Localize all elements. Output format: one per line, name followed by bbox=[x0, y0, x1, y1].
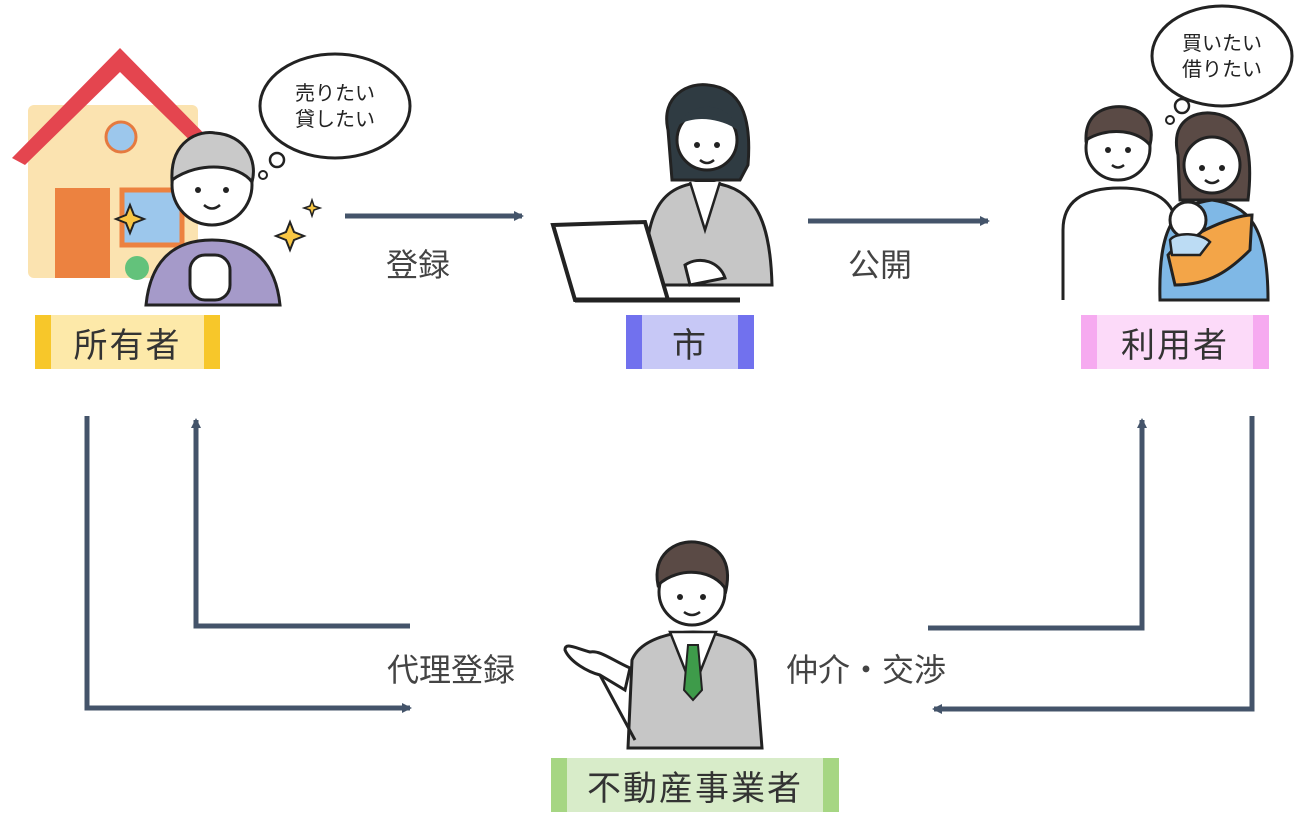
user-thought-bubble bbox=[1150, 4, 1294, 125]
edge-label-mediation: 仲介・交渉 bbox=[786, 651, 947, 689]
house-illustration bbox=[12, 48, 228, 280]
node-user-label: 利用者 bbox=[1121, 325, 1229, 366]
owner-thought-text: 売りたい 貸したい bbox=[295, 81, 375, 131]
user-thought-text: 買いたい 借りたい bbox=[1182, 31, 1262, 81]
node-city: 市 bbox=[626, 315, 754, 369]
family-illustration bbox=[1061, 105, 1270, 302]
arrow-agent-to-owner bbox=[191, 418, 410, 629]
node-owner-label: 所有者 bbox=[73, 325, 182, 366]
node-agent-label: 不動産事業者 bbox=[587, 768, 803, 809]
real-estate-agent-illustration bbox=[563, 540, 764, 750]
arrow-owner-to-agent bbox=[84, 416, 412, 713]
owner-thought-bubble bbox=[258, 52, 412, 180]
node-agent: 不動産事業者 bbox=[551, 758, 839, 812]
arrow-agent-to-user bbox=[928, 418, 1147, 631]
edge-label-publish: 公開 bbox=[848, 246, 913, 284]
city-official-illustration bbox=[550, 83, 774, 303]
arrow-user-to-agent bbox=[932, 416, 1255, 714]
node-owner: 所有者 bbox=[35, 315, 220, 369]
node-city-label: 市 bbox=[672, 325, 708, 366]
node-user: 利用者 bbox=[1081, 315, 1269, 369]
owner-person-illustration bbox=[113, 131, 323, 307]
edge-label-proxy-register: 代理登録 bbox=[387, 651, 516, 689]
edge-label-register: 登録 bbox=[386, 246, 451, 284]
